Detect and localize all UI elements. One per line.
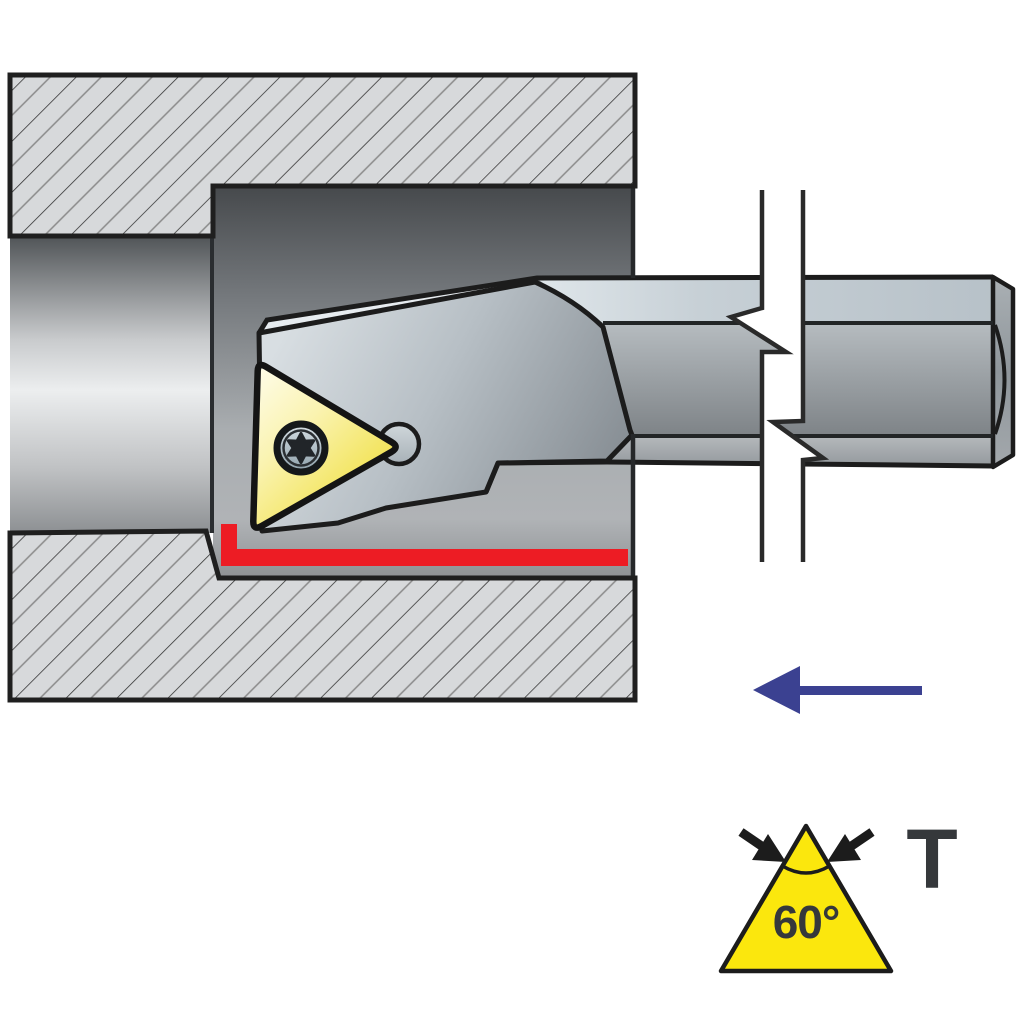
bar-end-bulge-line — [993, 324, 1007, 435]
insert-shape-legend: 60° T — [718, 812, 958, 974]
screw-head-inner-ring — [282, 429, 320, 467]
legend-arrow-right-icon — [827, 828, 875, 862]
legend-angle-arc — [781, 864, 831, 875]
break-line-right — [766, 190, 830, 562]
legend-triangle — [718, 823, 894, 974]
boring-bar — [250, 274, 1016, 534]
break-gap — [731, 190, 823, 562]
workpiece-upper-section — [7, 72, 638, 239]
torx-star-icon — [286, 432, 316, 464]
torx-clamp-screw — [273, 420, 329, 476]
legend-angle-label: 60° — [773, 896, 840, 948]
legend-arrow-left-tail — [738, 828, 766, 851]
break-symbol — [725, 190, 830, 562]
machined-surface-highlight — [221, 524, 628, 566]
break-line-left — [725, 190, 794, 562]
legend-arrow-right-head — [827, 834, 861, 862]
workpiece-lower-section — [7, 528, 638, 703]
bore-inner-surface — [10, 236, 212, 533]
legend-shape-letter: T — [906, 812, 957, 906]
legend-arrow-right-tail — [847, 828, 875, 851]
legend-arrow-left-head — [752, 834, 786, 862]
feed-direction-arrow-icon — [753, 666, 922, 714]
legend-arrow-left-icon — [738, 828, 786, 862]
